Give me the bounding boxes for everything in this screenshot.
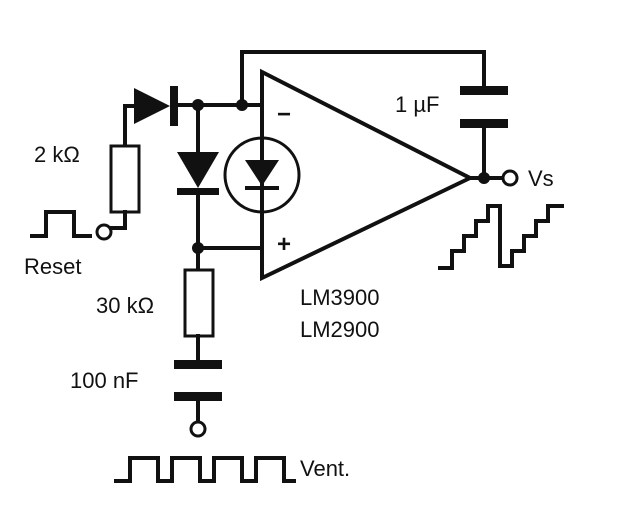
staircase-output-waveform: [438, 204, 564, 270]
clamp-diode: [177, 103, 219, 250]
chip-name-secondary: LM2900: [300, 317, 380, 342]
reset-terminal: [95, 210, 127, 241]
noninverting-input-wire: [192, 242, 264, 272]
clock-terminal: [189, 399, 207, 438]
feedback-wire: [240, 50, 486, 180]
clock-pulse-waveform: [114, 456, 296, 483]
feedback-capacitor: [460, 86, 508, 128]
input-capacitor-label: 100 nF: [70, 368, 139, 393]
reset-pulse-waveform: [30, 210, 92, 238]
inverting-input-wire: [174, 99, 264, 111]
input-resistor-label: 30 kΩ: [96, 293, 154, 318]
reset-input-label: Reset: [24, 254, 81, 279]
reset-resistor: [109, 144, 141, 214]
feedback-capacitor-label: 1 µF: [395, 92, 439, 117]
output-label: Vs: [528, 166, 554, 191]
inverting-input-sign: −: [277, 101, 291, 128]
input-capacitor: [174, 360, 222, 401]
clock-input-label: Vent.: [300, 456, 350, 481]
input-resistor: [183, 268, 215, 338]
reset-resistor-label: 2 kΩ: [34, 142, 80, 167]
reset-diode: [123, 86, 178, 148]
internal-diode-symbol: [223, 136, 301, 214]
output-wire: [468, 169, 519, 187]
chip-name-primary: LM3900: [300, 285, 380, 310]
noninverting-input-sign: +: [277, 231, 291, 258]
